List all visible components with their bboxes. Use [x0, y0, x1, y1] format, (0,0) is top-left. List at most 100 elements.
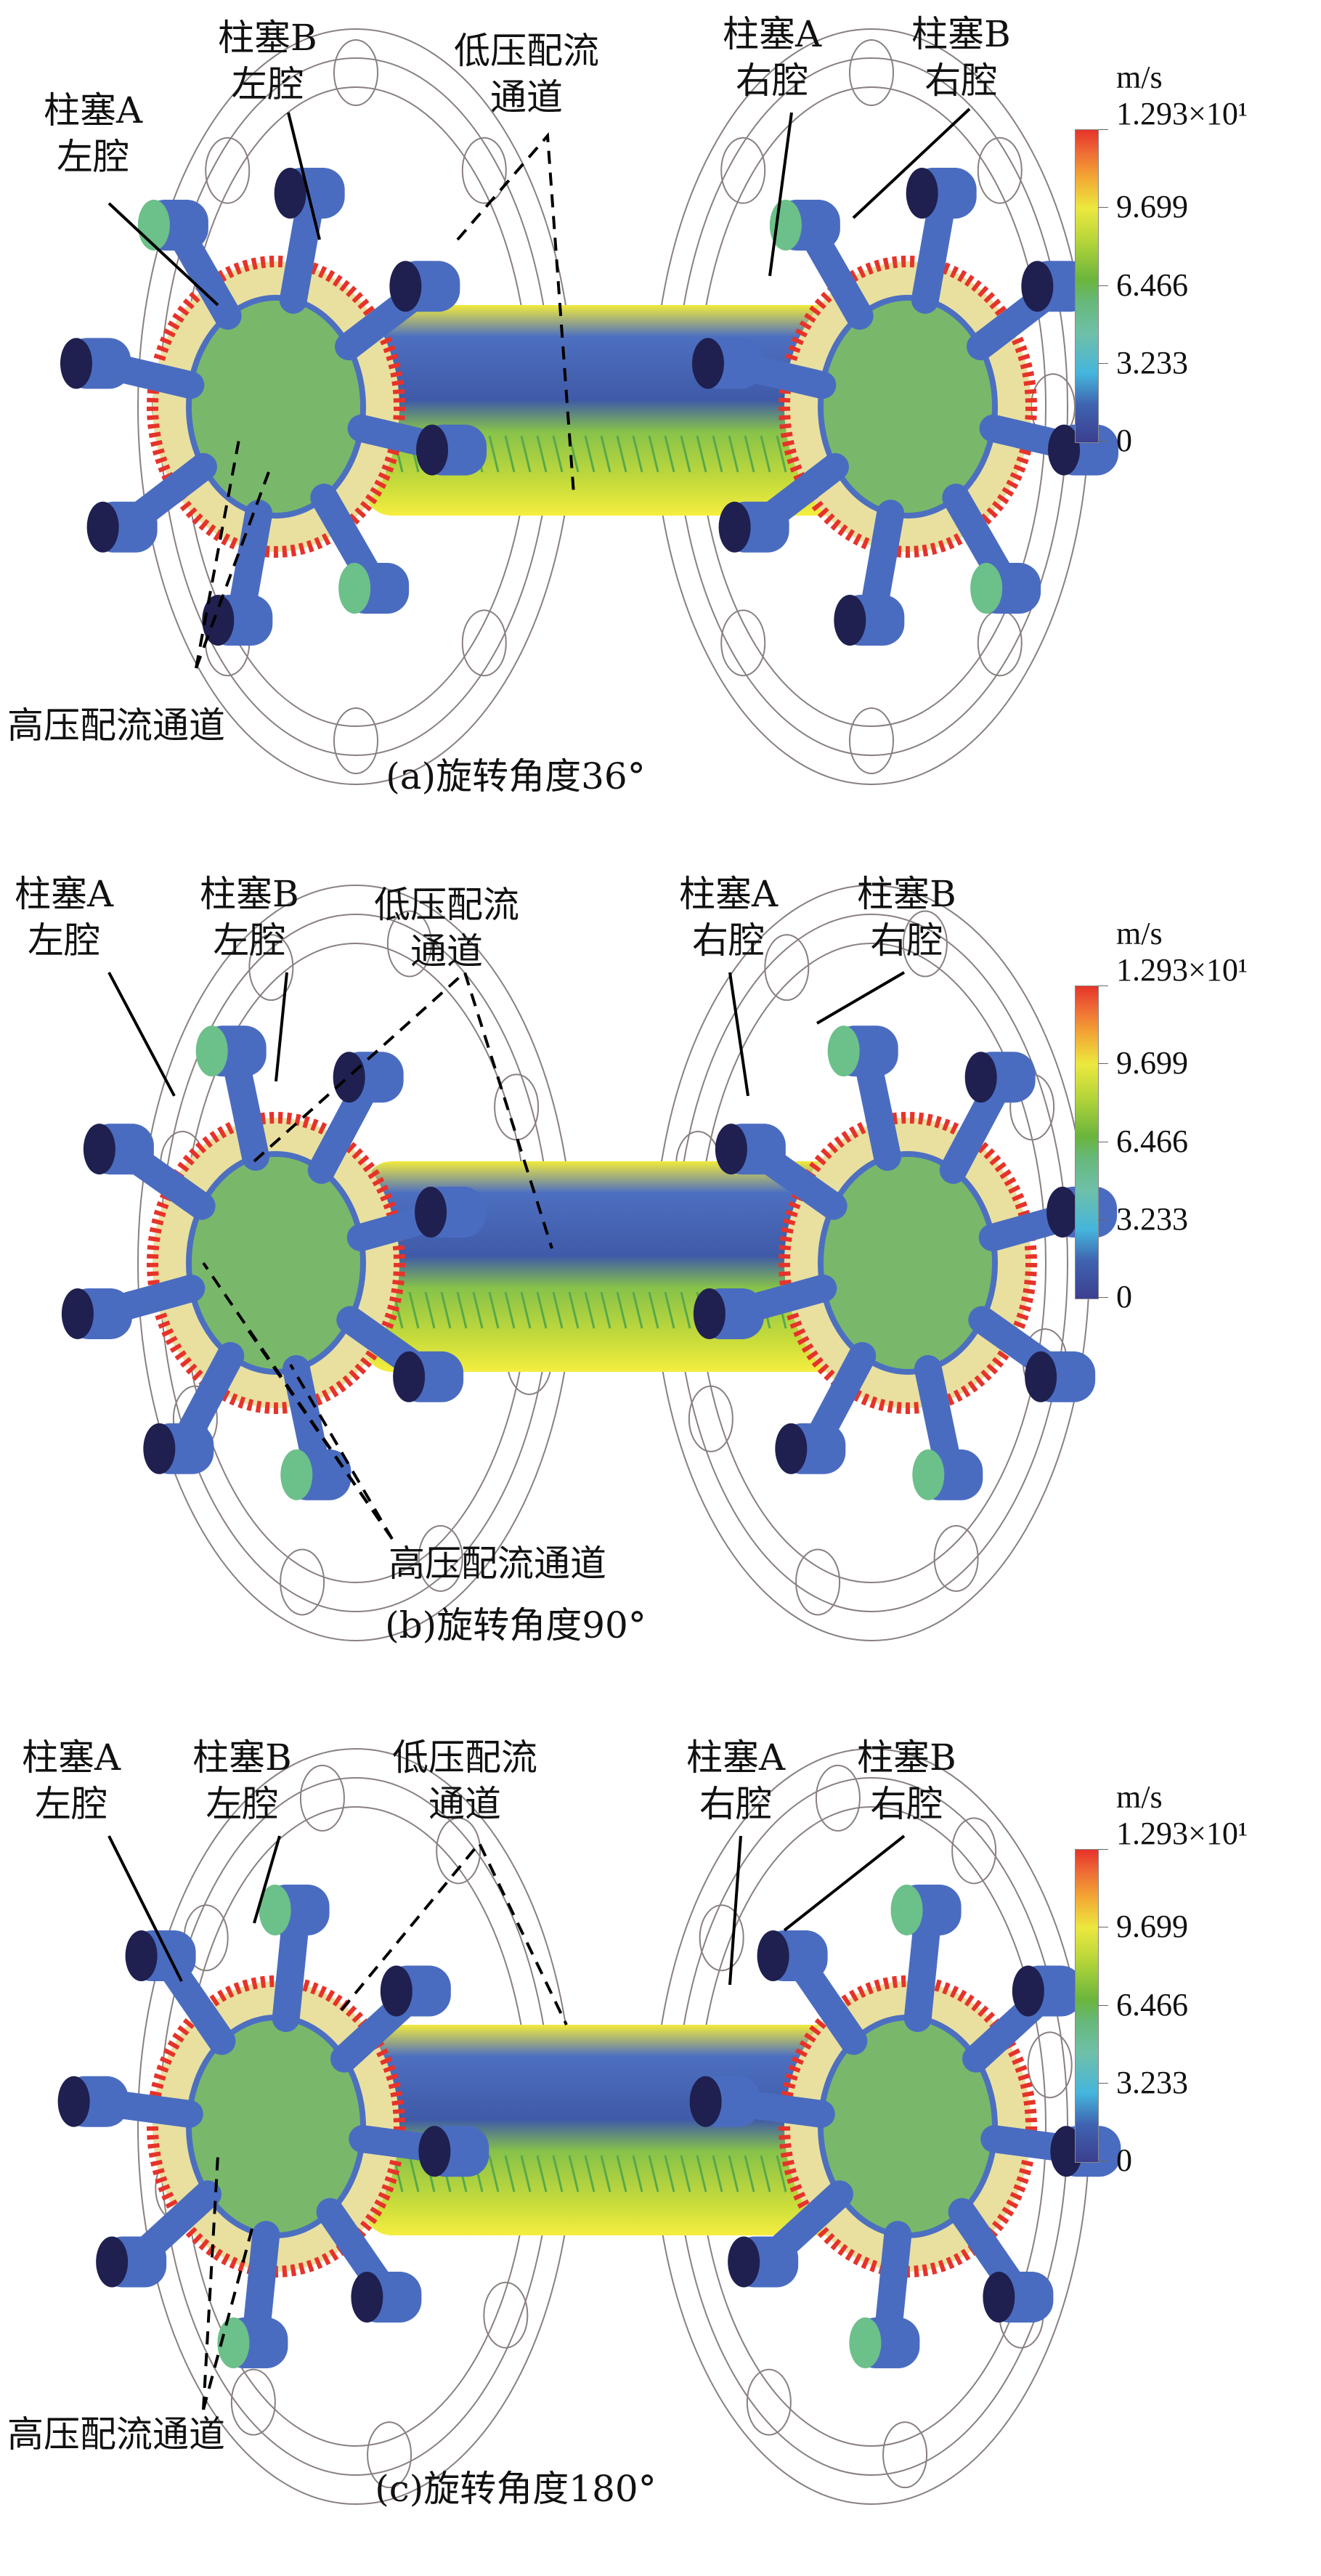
port-outline — [461, 137, 507, 204]
port-outline — [333, 39, 378, 106]
port-outline — [795, 1548, 841, 1616]
distribution-disk — [818, 1151, 998, 1375]
port-outline — [248, 934, 294, 1001]
piston-face — [1048, 424, 1081, 476]
label-line: 柱塞B — [911, 13, 1011, 55]
port-outline — [483, 2281, 529, 2349]
label-plunger-b-right-chamber: 柱塞B 右腔 — [911, 11, 1011, 104]
colorbar-tick-label: 9.699 — [1116, 1909, 1188, 1944]
colorbar-tick-label: 9.699 — [1116, 189, 1188, 224]
label-line: 柱塞B — [200, 873, 299, 915]
label-line: 右腔 — [736, 60, 809, 102]
caption: (a)旋转角度36° — [386, 755, 646, 797]
distribution-disk — [818, 295, 998, 519]
piston-face — [416, 424, 449, 476]
low-pressure-cylinder — [363, 1161, 915, 1372]
velocity-vector — [760, 435, 771, 473]
label-line: 低压配流 — [374, 884, 519, 926]
colorbar-tick-label: 1.293×10¹ — [1116, 952, 1248, 988]
caption: (b)旋转角度90° — [385, 1604, 646, 1646]
piston-face — [970, 563, 1003, 614]
velocity-vector — [600, 435, 611, 473]
piston-face — [1021, 261, 1054, 312]
piston-face — [351, 2271, 383, 2323]
velocity-vector — [584, 435, 596, 473]
velocity-vector — [488, 1291, 500, 1329]
velocity-vector — [696, 2155, 707, 2193]
velocity-vector — [680, 1291, 691, 1329]
velocity-vector — [504, 1291, 516, 1329]
cfd-velocity-plot — [61, 885, 1118, 1641]
label-line: 通道 — [410, 930, 483, 972]
velocity-vector — [552, 2155, 564, 2193]
port-outline — [699, 1904, 744, 1972]
label-line: 低压配流 — [454, 30, 599, 72]
label-line: 柱塞A — [679, 873, 779, 915]
label-line: 右腔 — [924, 60, 998, 102]
port-outline — [882, 2421, 928, 2489]
velocity-vector — [664, 2155, 675, 2193]
label-line: 柱塞A — [15, 873, 114, 915]
piston-face — [393, 1351, 426, 1402]
leader-line — [852, 107, 971, 219]
leader-line — [253, 1835, 281, 1924]
piston-face — [1025, 1351, 1057, 1402]
velocity-vector — [536, 435, 548, 473]
velocity-vector — [408, 1291, 420, 1329]
piston-face — [728, 2236, 760, 2288]
piston-face — [195, 1025, 228, 1077]
colorbar-tick-label: 1.293×10¹ — [1116, 96, 1248, 131]
low-pressure-cylinder — [363, 305, 915, 516]
leader-line-dashed — [340, 1840, 568, 2026]
velocity-vector — [712, 2155, 723, 2193]
port-outline — [815, 1764, 861, 1832]
port-outline — [461, 609, 507, 677]
piston-face — [280, 1449, 313, 1500]
colorbar-tick-label: 6.466 — [1116, 1124, 1188, 1159]
velocity-vector — [616, 2155, 627, 2193]
velocity-vector — [648, 435, 659, 473]
label-low-pressure-channel: 低压配流通道 — [454, 28, 599, 121]
port-outline — [280, 1548, 325, 1616]
leader-line — [783, 1835, 906, 1932]
label-line: 柱塞B — [218, 17, 317, 59]
label-line: 柱塞A — [44, 89, 143, 131]
port-outline — [230, 2368, 276, 2436]
velocity-vector — [536, 2155, 548, 2193]
label-line: 左腔 — [231, 63, 304, 105]
port-outline — [688, 1385, 733, 1452]
velocity-vector — [488, 2155, 500, 2193]
label-high-pressure-channel: 高压配流通道 — [7, 704, 225, 747]
colorbar-tick — [1098, 207, 1108, 208]
velocity-vector — [632, 2155, 643, 2193]
colorbar-tick-label: 3.233 — [1116, 345, 1188, 381]
velocity-vector — [744, 435, 755, 473]
colorbar-tick — [1098, 441, 1108, 442]
piston-face — [775, 1423, 808, 1474]
velocity-vector — [600, 1291, 611, 1329]
piston-face — [217, 2317, 250, 2369]
velocity-vector — [600, 2155, 611, 2193]
leader-lines — [107, 107, 971, 669]
velocity-vector — [728, 435, 739, 473]
label-line: 通道 — [428, 1783, 501, 1825]
label-line: 右腔 — [699, 1783, 773, 1825]
velocity-vector — [632, 1291, 643, 1329]
colorbar-tick — [1098, 129, 1108, 130]
colorbar-tick — [1098, 285, 1108, 286]
piston-face — [202, 595, 235, 646]
port-outline — [720, 609, 766, 677]
velocity-vector — [648, 2155, 659, 2193]
label-low-pressure-channel: 低压配流通道 — [392, 1734, 537, 1827]
piston-face — [57, 2076, 90, 2127]
velocity-vector — [696, 435, 707, 473]
port-outline — [436, 1817, 481, 1885]
piston-face — [983, 2271, 1015, 2323]
port-outline — [746, 2368, 792, 2436]
port-outline — [720, 137, 766, 204]
